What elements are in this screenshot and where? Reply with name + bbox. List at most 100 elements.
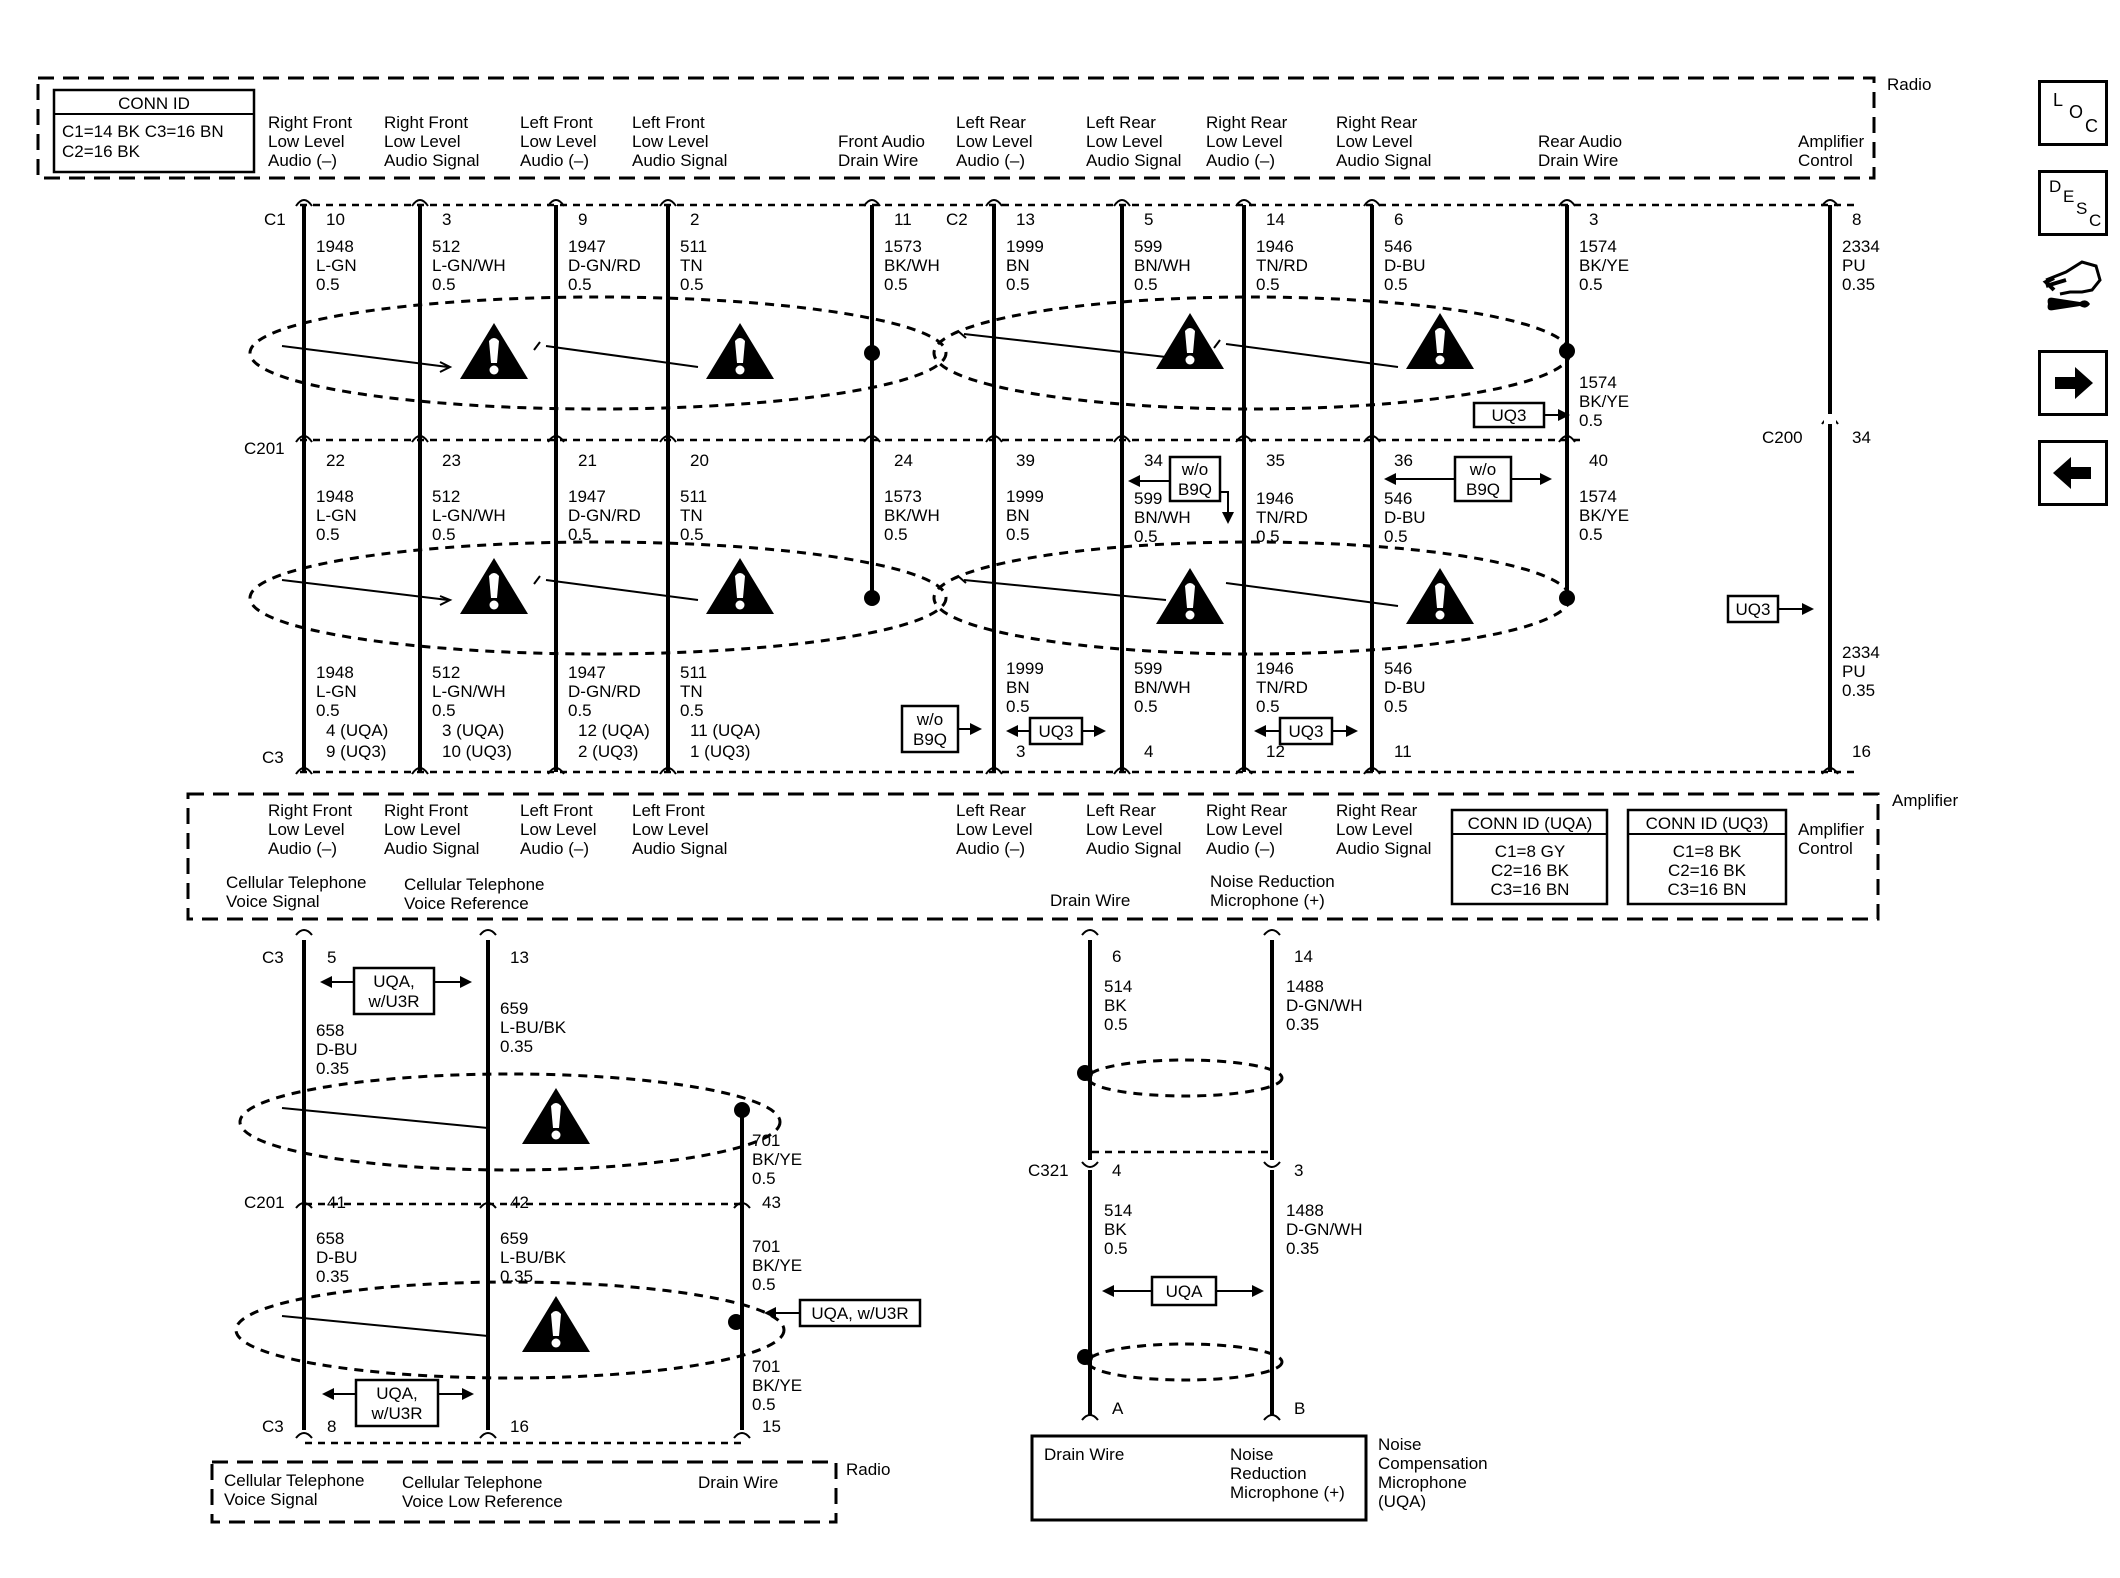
radio-pin-num-9: 3 bbox=[1589, 210, 1598, 229]
amp-pin-label-4-l1: Left Rear bbox=[956, 801, 1026, 820]
amp-pin-label-6-l1: Right Rear bbox=[1206, 801, 1288, 820]
w701-gauge-c: 0.5 bbox=[752, 1395, 776, 1414]
rear-drain-mid-gauge: 0.5 bbox=[1579, 411, 1603, 430]
hook-c1c2-7 bbox=[1235, 199, 1253, 207]
hook-c201-5 bbox=[985, 435, 1003, 443]
wire-mid-circuit-2: 1947 bbox=[568, 487, 606, 506]
description-button[interactable]: D E S C bbox=[2038, 170, 2108, 236]
loc-letter-o: O bbox=[2069, 102, 2083, 122]
wire-mid-circuit-7: 1946 bbox=[1256, 489, 1294, 508]
amplifier-label: Amplifier bbox=[1892, 791, 1958, 810]
w658-color: D-BU bbox=[316, 1040, 358, 1059]
w1488-color-a: D-GN/WH bbox=[1286, 996, 1362, 1015]
amp-pin-label-0-l1: Right Front bbox=[268, 801, 352, 820]
c200-gap bbox=[1824, 414, 1836, 424]
wire-mid-color-6: BN/WH bbox=[1134, 508, 1191, 527]
wire-top-color-2: D-GN/RD bbox=[568, 256, 641, 275]
c201-pin-num-9: 40 bbox=[1589, 451, 1608, 470]
mic-amp-pin-6: 6 bbox=[1112, 947, 1121, 966]
wire-mid-circuit-9: 1574 bbox=[1579, 487, 1617, 506]
w701-color-c: BK/YE bbox=[752, 1376, 802, 1395]
hook-c201-2 bbox=[547, 435, 565, 443]
mic-wires bbox=[1081, 929, 1281, 1421]
amp-pin-label-1-l3: Audio Signal bbox=[384, 839, 479, 858]
hook-amp-10 bbox=[1821, 767, 1839, 775]
amp-pin-label-6-l3: Audio (–) bbox=[1206, 839, 1275, 858]
radio-pin-label-10-l3: Control bbox=[1798, 151, 1853, 170]
location-button[interactable]: L O C bbox=[2038, 80, 2108, 146]
wire-low-circuit-1: 512 bbox=[432, 663, 460, 682]
radio-pin-label-1-l2: Low Level bbox=[384, 132, 461, 151]
svg-text:UQA, w/U3R: UQA, w/U3R bbox=[811, 1304, 908, 1323]
radio-lower-cell-voice-low-ref-l1: Cellular Telephone bbox=[402, 1473, 543, 1492]
wire-top-gauge-5: 0.5 bbox=[1006, 275, 1030, 294]
warning-icon bbox=[460, 558, 528, 614]
wire-top-circuit-9: 1574 bbox=[1579, 237, 1617, 256]
svg-text:w/U3R: w/U3R bbox=[367, 992, 419, 1011]
cell-c3-top: C3 bbox=[262, 948, 284, 967]
w1488-gauge-a: 0.35 bbox=[1286, 1015, 1319, 1034]
desc-letter-d: D bbox=[2049, 177, 2061, 196]
wire-top-circuit-5: 1999 bbox=[1006, 237, 1044, 256]
wire-top-gauge-2: 0.5 bbox=[568, 275, 592, 294]
cell-c201-pin-42: 42 bbox=[510, 1193, 529, 1212]
wire-top-gauge-8: 0.5 bbox=[1384, 275, 1408, 294]
hook-c1c2-3 bbox=[659, 199, 677, 207]
radio-pin-label-7-l3: Audio (–) bbox=[1206, 151, 1275, 170]
connector-c1: C1 bbox=[264, 210, 286, 229]
mic-box-nr3: Microphone (+) bbox=[1230, 1483, 1345, 1502]
wire-top-color-0: L-GN bbox=[316, 256, 357, 275]
mic-name-2: Compensation bbox=[1378, 1454, 1488, 1473]
radio-pin-label-0-l2: Low Level bbox=[268, 132, 345, 151]
c201-pin-num-3: 20 bbox=[690, 451, 709, 470]
hook-c201-0 bbox=[295, 435, 313, 443]
warning-icon bbox=[1156, 313, 1224, 369]
w701-circuit-b: 701 bbox=[752, 1237, 780, 1256]
radio-lower-box bbox=[210, 1460, 838, 1524]
next-page-button[interactable] bbox=[2038, 350, 2108, 416]
svg-text:w/o: w/o bbox=[1469, 460, 1496, 479]
wire-top-gauge-9: 0.5 bbox=[1579, 275, 1603, 294]
option-uqa-mic: UQA bbox=[1102, 1275, 1264, 1307]
amp-pin-label-2-l3: Audio (–) bbox=[520, 839, 589, 858]
svg-text:C3=16 BN: C3=16 BN bbox=[1668, 880, 1747, 899]
wire-low-color-5: BN/WH bbox=[1134, 678, 1191, 697]
hook-c201-7 bbox=[1235, 435, 1253, 443]
wire-low-color-4: BN bbox=[1006, 678, 1030, 697]
connector-c2: C2 bbox=[946, 210, 968, 229]
wire-mid-gauge-0: 0.5 bbox=[316, 525, 340, 544]
cell-c201-pin-41: 41 bbox=[327, 1193, 346, 1212]
amp-pin-label-7-l2: Low Level bbox=[1336, 820, 1413, 839]
cell-c201: C201 bbox=[244, 1193, 285, 1212]
amp-pin-label-3-l2: Low Level bbox=[632, 820, 709, 839]
c200-pin-num: 34 bbox=[1852, 428, 1871, 447]
hand-wrench-icon bbox=[2042, 260, 2102, 311]
amp-pin-label-1-l1: Right Front bbox=[384, 801, 468, 820]
wire-low-gauge-7: 0.5 bbox=[1384, 697, 1408, 716]
svg-text:C1=8 BK: C1=8 BK bbox=[1673, 842, 1742, 861]
radio-pin-label-1-l3: Audio Signal bbox=[384, 151, 479, 170]
service-procedure-button[interactable] bbox=[2038, 256, 2108, 322]
wire-top-circuit-7: 1946 bbox=[1256, 237, 1294, 256]
wire-mid-color-5: BN bbox=[1006, 506, 1030, 525]
w1488-gauge-b: 0.35 bbox=[1286, 1239, 1319, 1258]
radio-pin-label-5-l2: Low Level bbox=[956, 132, 1033, 151]
wire-top-gauge-1: 0.5 bbox=[432, 275, 456, 294]
desc-letter-c: C bbox=[2089, 211, 2101, 230]
c201-pin-num-4: 24 bbox=[894, 451, 913, 470]
w658-circuit: 658 bbox=[316, 1021, 344, 1040]
hook-amp-0 bbox=[295, 767, 313, 775]
wire-top-circuit-8: 546 bbox=[1384, 237, 1412, 256]
mic-box-nr2: Reduction bbox=[1230, 1464, 1307, 1483]
hook-c1c2-4 bbox=[863, 199, 881, 207]
hook-c201-6 bbox=[1113, 435, 1131, 443]
previous-page-button[interactable] bbox=[2038, 440, 2108, 506]
mic-component-box bbox=[1030, 1434, 1368, 1522]
svg-text:C1=8 GY: C1=8 GY bbox=[1495, 842, 1565, 861]
w659-gauge: 0.35 bbox=[500, 1037, 533, 1056]
wire-top-gauge-7: 0.5 bbox=[1256, 275, 1280, 294]
w514-color-a: BK bbox=[1104, 996, 1127, 1015]
svg-text:UQA,: UQA, bbox=[373, 972, 415, 991]
radio-pin-label-0-l3: Audio (–) bbox=[268, 151, 337, 170]
